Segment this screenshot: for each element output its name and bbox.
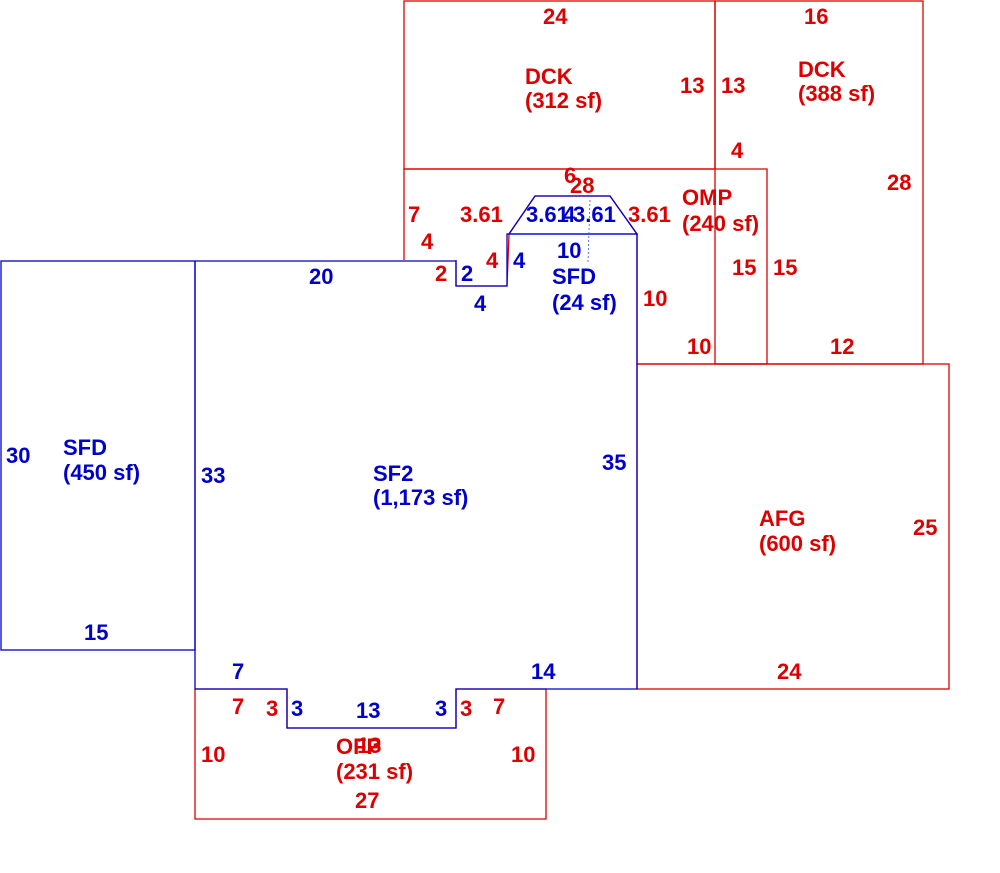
dim-ofp-notch-top: 13 (357, 733, 381, 758)
dim-sf2-notch-right: 3 (435, 696, 447, 721)
dim-omp-step-riser: 4 (486, 248, 499, 273)
dim-sfd-left-bottom: 15 (84, 620, 108, 645)
dck-right-code: DCK (798, 57, 846, 82)
dim-sf2-notch-bottom: 13 (356, 698, 380, 723)
sfd-small-outline (507, 195, 639, 235)
dim-dck-left-top: 24 (543, 4, 568, 29)
dim-dck-right-right: 28 (887, 170, 911, 195)
dim-ofp-left: 10 (201, 742, 225, 767)
dim-omp-right-slope: 3.61 (628, 202, 671, 227)
dim-sf2-step-bottom: 4 (474, 291, 487, 316)
dim-sfd-small-left-slope: 3.61 (526, 202, 569, 227)
dim-afg-bottom: 24 (777, 659, 802, 684)
dim-sf2-step-left: 2 (461, 261, 473, 286)
afg-code: AFG (759, 506, 805, 531)
dim-ofp-top-right: 7 (493, 694, 505, 719)
dim-sf2-bottom-left: 7 (232, 659, 244, 684)
omp-code: OMP (682, 185, 732, 210)
sf2-area: (1,173 sf) (373, 485, 468, 510)
dim-sf2-left: 33 (201, 463, 225, 488)
dim-afg-right: 25 (913, 515, 937, 540)
dim-sf2-bottom-right: 14 (531, 659, 556, 684)
dim-omp-outer-right: 15 (773, 255, 797, 280)
sf2-outline (194, 233, 638, 729)
dim-omp-bottom: 10 (687, 334, 711, 359)
dim-sf2-right: 35 (602, 450, 626, 475)
dim-sfd-small-right-slope: 3.61 (573, 202, 616, 227)
dim-omp-inner-right: 10 (643, 286, 667, 311)
dim-dck-right-left: 13 (721, 73, 745, 98)
dim-omp-right: 15 (732, 255, 756, 280)
dim-ofp-bottom: 27 (355, 788, 379, 813)
other-area-outlines (194, 0, 950, 820)
dim-dck-right-bottom: 12 (830, 334, 854, 359)
dim-omp-top: 28 (570, 173, 594, 198)
dim-sfd-left-left: 30 (6, 443, 30, 468)
dim-ofp-top-left: 7 (232, 694, 244, 719)
other-area-dimensions: 24 16 13 13 4 28 12 6 28 7 3.61 3.61 4 2… (201, 4, 937, 813)
dim-sfd-small-top: 4 (563, 202, 576, 227)
dim-sf2-top: 20 (309, 264, 333, 289)
dck-left-area: (312 sf) (525, 88, 602, 113)
dim-dck-right-left-lower: 4 (731, 138, 744, 163)
living-area-outlines (0, 195, 639, 729)
sf2-code: SF2 (373, 461, 413, 486)
dim-omp-left: 7 (408, 202, 420, 227)
dim-ofp-notch-left: 3 (266, 696, 278, 721)
dim-ofp-notch-right: 3 (460, 696, 472, 721)
ofp-area: (231 sf) (336, 759, 413, 784)
dim-dck-left-right: 13 (680, 73, 704, 98)
dim-omp-step-down: 4 (421, 229, 434, 254)
living-area-dimensions: 3.61 4 3.61 10 20 2 4 4 30 15 33 35 7 14… (6, 202, 626, 723)
dim-omp-top-short: 6 (564, 163, 576, 188)
sfd-left-area: (450 sf) (63, 460, 140, 485)
dim-omp-left-slope: 3.61 (460, 202, 503, 227)
dim-ofp-right: 10 (511, 742, 535, 767)
dim-sfd-small-bottom: 10 (557, 238, 581, 263)
dck-right-area: (388 sf) (798, 81, 875, 106)
dim-sf2-step-riser: 4 (513, 248, 526, 273)
sfd-small-code: SFD (552, 264, 596, 289)
dck-left-code: DCK (525, 64, 573, 89)
dim-dck-right-top: 16 (804, 4, 828, 29)
area-labels: DCK (312 sf) DCK (388 sf) OMP (240 sf) S… (63, 57, 875, 784)
ofp-code: OFP (336, 734, 381, 759)
dim-sf2-notch-left: 3 (291, 696, 303, 721)
sfd-left-code: SFD (63, 435, 107, 460)
dim-omp-step-left: 2 (435, 261, 447, 286)
sfd-small-area: (24 sf) (552, 290, 617, 315)
omp-area: (240 sf) (682, 211, 759, 236)
afg-area: (600 sf) (759, 531, 836, 556)
